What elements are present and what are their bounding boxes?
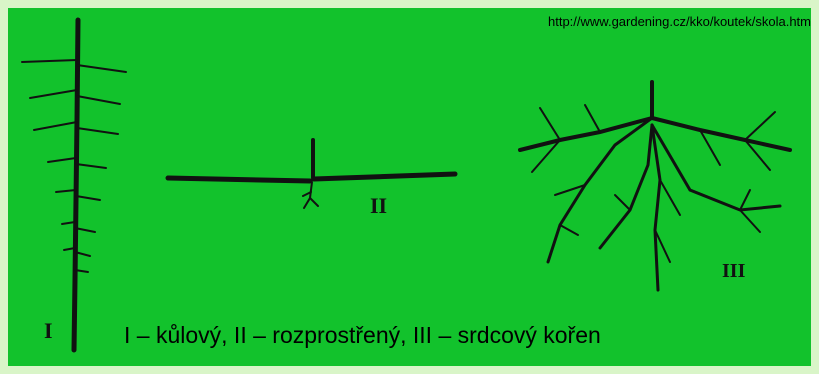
heart-root-branch <box>652 118 790 150</box>
heart-root-twig <box>660 180 680 215</box>
taproot-branch <box>48 158 76 162</box>
heart-root-twig <box>585 105 600 132</box>
taproot-branch <box>77 128 118 134</box>
heart-root-twig <box>740 210 760 232</box>
taproot-branch <box>56 190 76 192</box>
taproot-drawing <box>22 20 126 350</box>
diagram-caption: I – kůlový, II – rozprostřený, III – srd… <box>124 322 601 349</box>
heart-root-twig <box>745 112 775 140</box>
label-two: II <box>370 193 387 219</box>
taproot-branch <box>62 222 75 224</box>
spreading-root-left <box>168 178 310 181</box>
spreading-root-right <box>314 174 455 179</box>
spreading-root-tip <box>310 198 318 206</box>
heart-root-drawing <box>520 82 790 290</box>
heart-root-branch <box>652 125 780 210</box>
heart-root-twig <box>560 225 578 235</box>
heart-root-twig <box>740 190 750 210</box>
label-one: I <box>44 318 53 344</box>
spreading-root-drawing <box>168 140 455 208</box>
taproot-branch <box>76 164 106 168</box>
taproot-branch <box>30 90 77 98</box>
taproot-branch <box>22 60 77 62</box>
taproot-branch <box>34 122 77 130</box>
heart-root-branch <box>600 125 652 248</box>
taproot-branch <box>77 96 120 104</box>
label-three: III <box>722 260 745 283</box>
taproot-branch <box>76 196 100 200</box>
heart-root-twig <box>540 108 560 140</box>
heart-root-twig <box>615 195 630 210</box>
heart-root-branch <box>652 125 660 290</box>
taproot-branch <box>77 65 126 72</box>
taproot-main <box>74 20 78 350</box>
source-url: http://www.gardening.cz/kko/koutek/skola… <box>548 14 811 29</box>
